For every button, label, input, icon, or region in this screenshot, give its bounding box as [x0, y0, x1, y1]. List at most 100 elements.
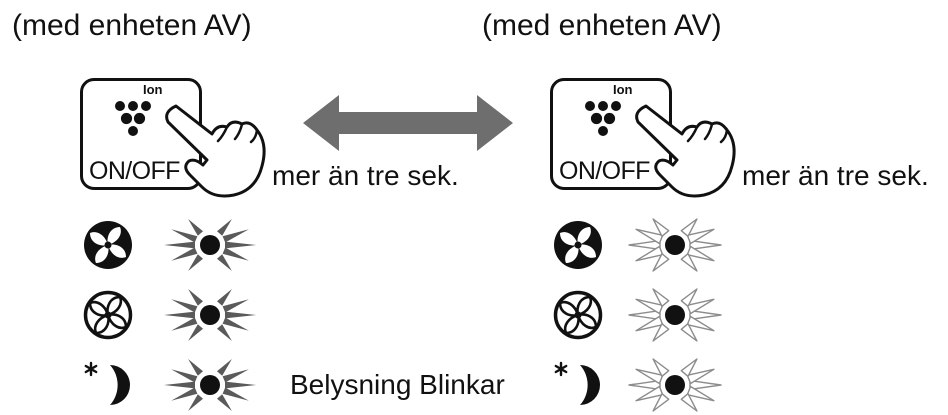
indicator-ray	[628, 309, 661, 321]
indicator-ray	[171, 247, 198, 261]
panel-right: (med enheten AV) Ion ON/OFF mer än tre s…	[470, 0, 948, 415]
indicator-ray	[222, 317, 249, 331]
indicator-ray	[222, 247, 249, 261]
indicator-light-icon	[628, 218, 722, 272]
indicator-dot	[200, 305, 220, 325]
indicator-ray	[188, 359, 203, 376]
indicator-ray	[680, 288, 698, 307]
indicator-ray	[217, 359, 232, 376]
indicator-dot	[200, 375, 220, 395]
ion-label: Ion	[613, 82, 633, 97]
indicator-light-icon	[164, 289, 256, 341]
indicator-ray	[628, 239, 661, 251]
hold-duration-text: mer än tre sek.	[742, 160, 929, 191]
indicator-ray	[628, 379, 661, 391]
indicator-ray	[652, 253, 670, 272]
indicator-ray	[217, 289, 232, 306]
indicator-ray	[225, 381, 256, 389]
pointing-hand-icon	[165, 104, 266, 198]
indicator-ray	[652, 393, 670, 412]
indicator-ray	[686, 228, 715, 245]
indicator-ray	[222, 387, 249, 401]
ion-on-off-button-illustration: Ion ON/OFF	[80, 78, 202, 190]
indicator-light-icon	[628, 358, 722, 412]
indicator-row-fan-low	[0, 285, 478, 345]
indicator-row-sleep	[470, 355, 948, 415]
on-off-label: ON/OFF	[89, 157, 180, 185]
indicator-ray	[171, 317, 198, 331]
indicator-ray	[222, 299, 249, 313]
ion-icon	[585, 101, 621, 136]
indicator-light-icon	[164, 359, 256, 411]
indicator-ray	[652, 323, 670, 342]
indicator-ray	[188, 394, 203, 411]
indicator-ray	[686, 298, 715, 315]
indicator-ray	[680, 253, 698, 272]
indicator-row-fan-high	[470, 215, 948, 275]
indicator-dot	[200, 235, 220, 255]
indicator-ray	[686, 315, 715, 332]
sleep-mode-icon	[84, 361, 130, 405]
indicator-ray	[171, 369, 198, 383]
fan-low-icon	[83, 290, 133, 340]
double-arrow-icon	[303, 95, 513, 151]
indicator-ray	[217, 394, 232, 411]
indicator-ray	[217, 219, 232, 236]
indicator-ray	[635, 315, 664, 332]
indicator-ray	[217, 324, 232, 341]
indicator-row-sleep	[0, 355, 478, 415]
indicator-ray	[686, 385, 715, 402]
indicator-ray	[689, 239, 722, 251]
indicator-row-fan-low	[470, 285, 948, 345]
indicator-ray	[171, 299, 198, 313]
indicator-light-icon	[164, 219, 256, 271]
indicator-ray	[164, 311, 195, 319]
indicator-ray	[635, 245, 664, 262]
indicator-ray	[188, 324, 203, 341]
indicator-ray	[222, 369, 249, 383]
fan-high-icon	[84, 221, 132, 269]
indicator-ray	[164, 241, 195, 249]
indicator-ray	[171, 387, 198, 401]
indicator-ray	[635, 298, 664, 315]
indicator-ray	[225, 311, 256, 319]
indicator-ray	[188, 254, 203, 271]
on-off-label: ON/OFF	[559, 157, 650, 185]
ion-icon	[115, 101, 151, 136]
indicator-ray	[686, 368, 715, 385]
panel-caption: (med enheten AV)	[12, 9, 252, 42]
indicator-ray	[171, 229, 198, 243]
indicator-dot	[665, 305, 685, 325]
indicator-ray	[686, 245, 715, 262]
indicator-ray	[188, 289, 203, 306]
indicator-ray	[217, 254, 232, 271]
fan-high-icon	[554, 221, 602, 269]
indicator-ray	[689, 309, 722, 321]
indicator-ray	[680, 358, 698, 377]
panel-caption: (med enheten AV)	[482, 9, 722, 42]
hold-duration-text: mer än tre sek.	[272, 160, 459, 191]
pointing-hand-icon	[635, 104, 736, 198]
indicator-ray	[635, 228, 664, 245]
sleep-mode-icon	[554, 361, 600, 405]
indicator-dot	[665, 375, 685, 395]
indicator-ray	[164, 381, 195, 389]
panel-left: (med enheten AV) Ion ON/OFF mer än tre s…	[0, 9, 478, 415]
indicator-ray	[680, 323, 698, 342]
indicator-ray	[222, 229, 249, 243]
ion-label: Ion	[143, 82, 163, 97]
indicator-ray	[225, 241, 256, 249]
indicator-ray	[635, 385, 664, 402]
indicator-ray	[652, 218, 670, 237]
indicator-dot	[665, 235, 685, 255]
indicator-row-fan-high	[0, 215, 478, 275]
fan-low-icon	[553, 290, 603, 340]
status-label: Belysning Blinkar	[290, 369, 505, 400]
indicator-ray	[188, 219, 203, 236]
indicator-ray	[680, 393, 698, 412]
indicator-ray	[680, 218, 698, 237]
indicator-ray	[689, 379, 722, 391]
indicator-light-icon	[628, 288, 722, 342]
indicator-ray	[635, 368, 664, 385]
